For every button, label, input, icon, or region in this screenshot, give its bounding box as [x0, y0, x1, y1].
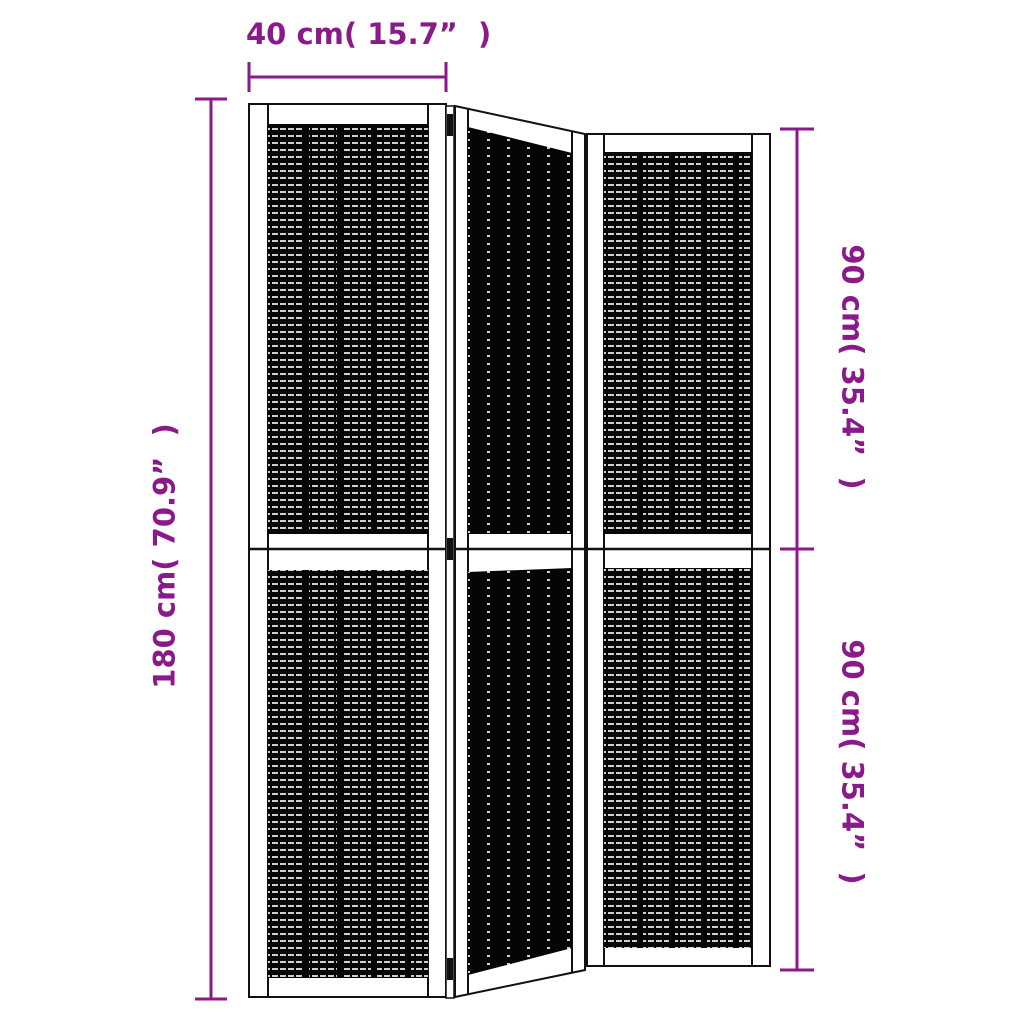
hinge-icon: [447, 114, 453, 136]
left-lower-weave: [268, 570, 428, 978]
upper-section-height-label: 90 cm( 35.4” ): [835, 244, 870, 490]
panel-width-label: 40 cm( 15.7” ): [246, 17, 492, 51]
right-panel: [586, 133, 771, 967]
left-upper-weave: [268, 124, 428, 534]
left-lower-vertical-separators: [303, 570, 411, 978]
right-upper-weave: [604, 152, 752, 534]
dimension-lines: [195, 62, 814, 1001]
lower-section-height-label: 90 cm( 35.4” ): [835, 639, 870, 885]
total-height-label: 180 cm( 70.9” ): [147, 423, 182, 689]
left-upper-vertical-separators: [303, 124, 411, 534]
right-lower-weave: [604, 568, 752, 948]
left-panel: [248, 103, 447, 998]
hinge-left-middle: [445, 105, 455, 999]
middle-panel: [454, 104, 586, 999]
hinge-icon: [447, 958, 453, 980]
hinge-icon: [447, 538, 453, 560]
middle-lower-weave: [468, 568, 572, 975]
middle-upper-weave: [468, 127, 572, 534]
